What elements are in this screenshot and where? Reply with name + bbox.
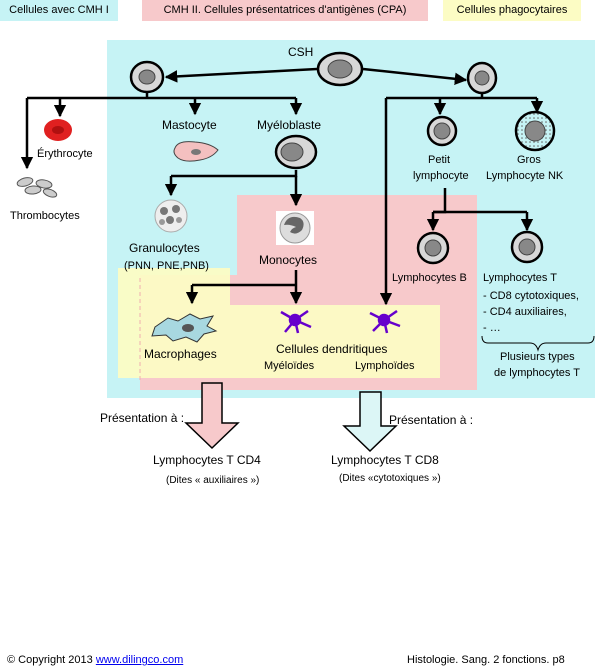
granulocytes-types-label: (PNN, PNE,PNB) bbox=[124, 260, 209, 272]
lymphocyte-b-cell bbox=[416, 231, 450, 265]
lymphocyte-t-cell bbox=[510, 230, 544, 264]
myeloblaste-label: Myéloblaste bbox=[257, 118, 322, 132]
presentation-arrow-cd4 bbox=[184, 382, 240, 450]
petit-lymphocyte-label-2: lymphocyte bbox=[413, 170, 469, 182]
myeloid-progenitor-cell bbox=[129, 60, 165, 94]
copyright-text: © Copyright 2013 bbox=[7, 654, 93, 666]
legend-phago-label: Cellules phagocytaires bbox=[456, 4, 568, 16]
myeloblaste-cell bbox=[274, 134, 318, 170]
region-phagocytes bbox=[118, 268, 440, 378]
legend-cmh1-label: Cellules avec CMH I bbox=[9, 4, 109, 16]
granulocyte-cell bbox=[154, 199, 188, 233]
lymphocytes-b-label: Lymphocytes B bbox=[392, 272, 467, 284]
gros-lymphocyte-label-2: Lymphocyte NK bbox=[486, 170, 564, 182]
arrows bbox=[20, 67, 544, 306]
cd8-title: Lymphocytes T CD8 bbox=[331, 453, 439, 467]
footer-page-info: Histologie. Sang. 2 fonctions. p8 bbox=[407, 654, 565, 666]
csh-cell bbox=[316, 51, 364, 87]
presentation-left-label: Présentation à : bbox=[100, 411, 185, 425]
lymphoides-label: Lymphoïdes bbox=[355, 360, 415, 372]
footer-copyright: © Copyright 2013 www.dilingco.com bbox=[7, 653, 183, 667]
cd4-subtitle: (Dites « auxiliaires ») bbox=[166, 475, 260, 486]
legend-phago-box bbox=[443, 0, 581, 21]
monocytes-label: Monocytes bbox=[259, 253, 318, 267]
erythrocyte-label: Érythrocyte bbox=[37, 148, 93, 160]
macrophage-cell bbox=[151, 313, 218, 343]
petit-lymphocyte-label-1: Petit bbox=[428, 154, 451, 166]
cellules-dendritiques-label: Cellules dendritiques bbox=[276, 342, 388, 356]
plusieurs-types-label-1: Plusieurs types bbox=[500, 351, 575, 363]
cd4-title: Lymphocytes T CD4 bbox=[153, 453, 261, 467]
brace bbox=[481, 335, 595, 352]
lymphocytes-t-item-cd4: - CD4 auxiliaires, bbox=[483, 306, 567, 318]
footer-link[interactable]: www.dilingco.com bbox=[95, 654, 184, 666]
dendritic-cell-myeloid bbox=[280, 309, 312, 334]
lymphocytes-t-title: Lymphocytes T bbox=[483, 272, 557, 284]
petit-lymphocyte-cell bbox=[426, 115, 458, 147]
lymphoid-progenitor-cell bbox=[466, 61, 498, 95]
plusieurs-types-label-2: de lymphocytes T bbox=[494, 367, 581, 379]
lymphocytes-t-item-more: - … bbox=[483, 322, 501, 334]
mastocyte-label: Mastocyte bbox=[162, 118, 217, 132]
myeloides-label: Myéloïdes bbox=[264, 360, 315, 372]
legend-cmh2-box bbox=[142, 0, 428, 21]
dendritic-cell-lymphoid bbox=[369, 309, 401, 334]
legend-cmh2-label: CMH II. Cellules présentatrices d'antigè… bbox=[163, 4, 407, 16]
legend-cmh1-box bbox=[0, 0, 118, 21]
gros-lymphocyte-label-1: Gros bbox=[517, 154, 541, 166]
granulocytes-label: Granulocytes bbox=[129, 241, 200, 255]
mastocyte-cell bbox=[173, 141, 219, 162]
thrombocytes-cells bbox=[16, 177, 58, 198]
erythrocyte-cell bbox=[44, 119, 72, 141]
csh-label: CSH bbox=[288, 45, 314, 59]
presentation-arrow-cd8 bbox=[342, 391, 398, 453]
macrophages-label: Macrophages bbox=[144, 347, 217, 361]
presentation-right-label: Présentation à : bbox=[389, 413, 474, 427]
thrombocytes-label: Thrombocytes bbox=[10, 210, 80, 222]
cd8-subtitle: (Dites «cytotoxiques ») bbox=[339, 473, 441, 484]
lymphocytes-t-item-cd8: - CD8 cytotoxiques, bbox=[483, 290, 579, 302]
monocyte-cell bbox=[276, 211, 314, 245]
nk-lymphocyte-cell bbox=[514, 110, 556, 152]
